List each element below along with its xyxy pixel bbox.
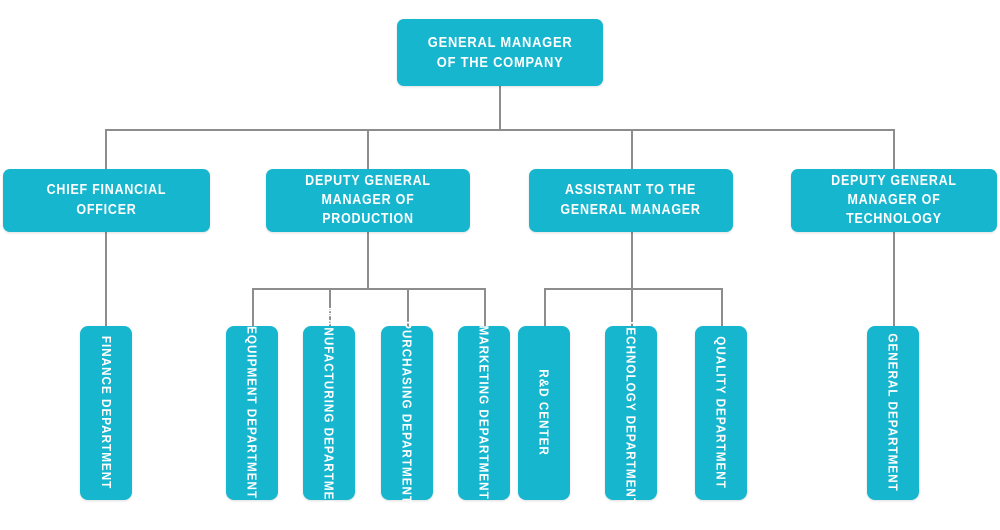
node-marketing-department[interactable]: MARKETING DEPARTMENT	[458, 326, 510, 500]
node-label: PURCHASING DEPARTMENT	[399, 321, 415, 505]
connector-production-bus	[252, 288, 486, 290]
node-general-manager[interactable]: GENERAL MANAGER OF THE COMPANY	[397, 19, 603, 86]
node-label: MARKETING DEPARTMENT	[476, 325, 492, 501]
node-label: MANUFACTURING DEPARTMENT	[321, 307, 337, 519]
node-label: EQUIPMENT DEPARTMENT	[244, 326, 260, 500]
node-label: R&D CENTER	[536, 369, 552, 457]
node-manufacturing-department[interactable]: MANUFACTURING DEPARTMENT	[303, 308, 355, 518]
node-chief-financial-officer[interactable]: CHIEF FINANCIAL OFFICER	[3, 169, 210, 232]
connector-production-stem	[367, 232, 369, 289]
node-assistant-to-general-manager[interactable]: ASSISTANT TO THE GENERAL MANAGER	[529, 169, 733, 232]
node-general-department[interactable]: GENERAL DEPARTMENT	[867, 326, 919, 500]
connector-drop-cfo	[105, 129, 107, 169]
node-deputy-general-manager-technology[interactable]: DEPUTY GENERAL MANAGER OF TECHNOLOGY	[791, 169, 997, 232]
connector-drop-assistant-gm	[631, 129, 633, 169]
node-technology-department[interactable]: TECHNOLOGY DEPARTMENT	[605, 320, 657, 506]
connector-assistant-stem	[631, 232, 633, 289]
connector-root-stem	[499, 86, 501, 130]
node-label: GENERAL MANAGER OF THE COMPANY	[427, 33, 573, 71]
node-rd-center[interactable]: R&D CENTER	[518, 326, 570, 500]
node-label: TECHNOLOGY DEPARTMENT	[623, 319, 639, 507]
connector-technology-to-general	[893, 232, 895, 326]
node-deputy-general-manager-production[interactable]: DEPUTY GENERAL MANAGER OF PRODUCTION	[266, 169, 470, 232]
node-label: DEPUTY GENERAL MANAGER OF PRODUCTION	[305, 172, 431, 228]
node-label: QUALITY DEPARTMENT	[713, 336, 729, 490]
node-equipment-department[interactable]: EQUIPMENT DEPARTMENT	[226, 326, 278, 500]
node-quality-department[interactable]: QUALITY DEPARTMENT	[695, 326, 747, 500]
connector-drop-rd-center	[544, 288, 546, 326]
connector-main-bus	[105, 129, 894, 131]
connector-drop-dgm-production	[367, 129, 369, 169]
connector-drop-equipment	[252, 288, 254, 326]
node-label: ASSISTANT TO THE GENERAL MANAGER	[560, 182, 702, 218]
connector-assistant-bus	[544, 288, 722, 290]
node-label: FINANCE DEPARTMENT	[98, 336, 114, 490]
node-label: GENERAL DEPARTMENT	[885, 333, 901, 493]
node-finance-department[interactable]: FINANCE DEPARTMENT	[80, 326, 132, 500]
node-purchasing-department[interactable]: PURCHASING DEPARTMENT	[381, 321, 433, 505]
connector-drop-dgm-technology	[893, 129, 895, 169]
connector-cfo-to-finance	[105, 232, 107, 326]
node-label: DEPUTY GENERAL MANAGER OF TECHNOLOGY	[831, 172, 957, 228]
connector-drop-technology-dept	[631, 288, 633, 326]
connector-drop-manufacturing	[329, 288, 331, 326]
connector-drop-purchasing	[407, 288, 409, 326]
node-label: CHIEF FINANCIAL OFFICER	[46, 182, 167, 218]
connector-drop-quality-dept	[721, 288, 723, 326]
connector-drop-marketing	[484, 288, 486, 326]
